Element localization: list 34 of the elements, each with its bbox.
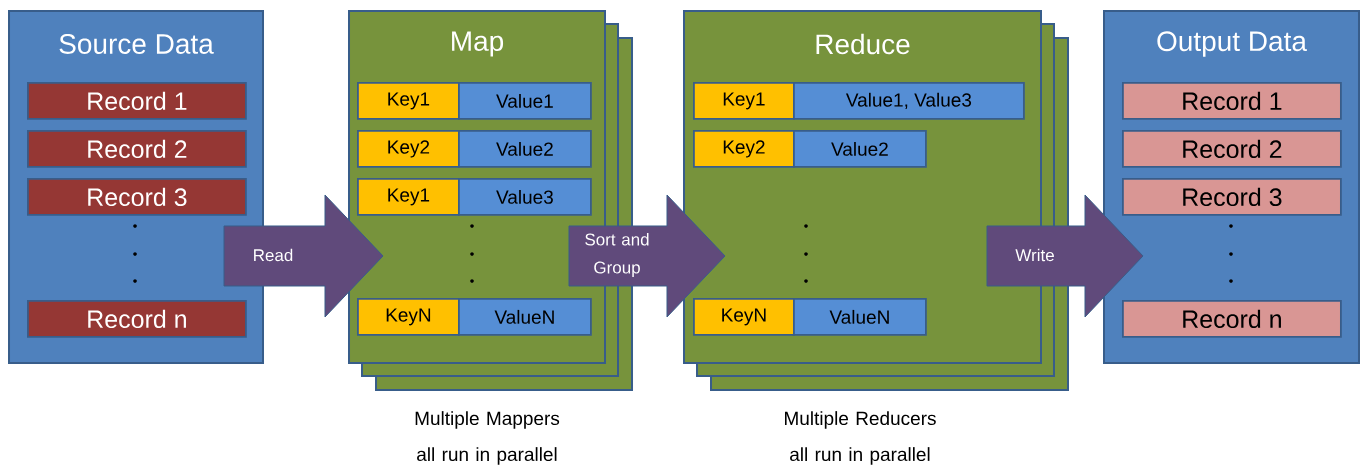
- value-cell: Value1, Value3: [793, 82, 1025, 120]
- panel-title: Source Data: [59, 34, 214, 54]
- value-cell: ValueN: [458, 298, 592, 336]
- record-bar: Record 2: [27, 130, 247, 168]
- value-cell: Value1: [458, 82, 592, 120]
- block-arrow: [986, 194, 1144, 318]
- node-label: Multiple Mappers all run in parallel: [415, 411, 560, 465]
- record-bar: Record n: [27, 300, 247, 338]
- record-bar: Record 3: [1122, 178, 1342, 216]
- block-arrow: [568, 194, 726, 318]
- key-cell: KeyN: [357, 298, 460, 336]
- record-bar: Record n: [1122, 300, 1342, 338]
- block-arrow: [223, 194, 384, 318]
- key-cell: Key2: [693, 130, 795, 168]
- record-bar: Record 1: [1122, 82, 1342, 120]
- value-cell: Value2: [458, 130, 592, 168]
- value-cell: Value3: [458, 178, 592, 216]
- key-cell: KeyN: [693, 298, 795, 336]
- record-bar: Record 2: [1122, 130, 1342, 168]
- edge-label: Read: [254, 248, 293, 262]
- record-bar: Record 3: [27, 178, 247, 216]
- record-bar: Record 1: [27, 82, 247, 120]
- node-label: Multiple Reducers all run in parallel: [785, 411, 936, 465]
- edge-label: Write: [1015, 248, 1054, 262]
- key-cell: Key1: [357, 178, 460, 216]
- key-cell: Key1: [693, 82, 795, 120]
- value-cell: Value2: [793, 130, 927, 168]
- panel-title: Reduce: [816, 33, 910, 55]
- panel-title: Output Data: [1157, 31, 1307, 57]
- value-cell: ValueN: [793, 298, 927, 336]
- edge-label: Sort and Group: [585, 233, 649, 277]
- panel-title: Map: [452, 31, 504, 57]
- key-cell: Key1: [357, 82, 460, 120]
- key-cell: Key2: [357, 130, 460, 168]
